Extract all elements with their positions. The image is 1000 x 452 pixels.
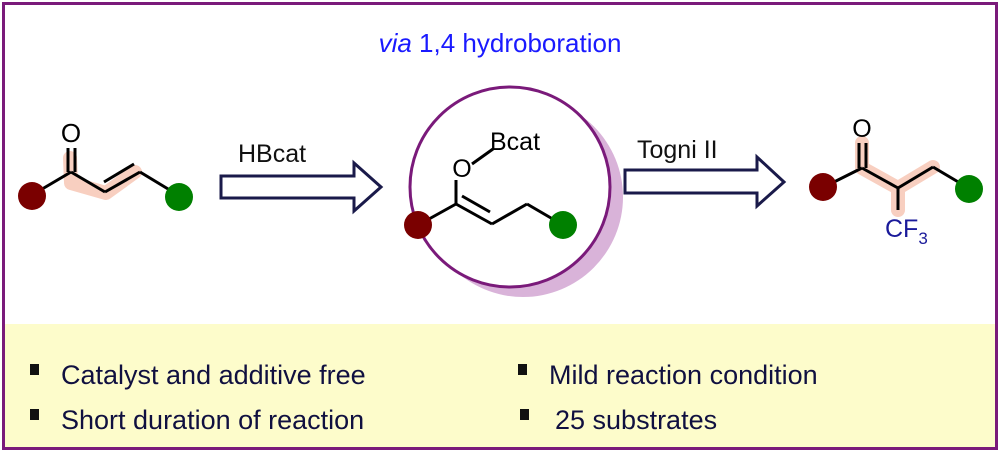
bond — [897, 165, 934, 190]
intermediate-circle — [408, 85, 612, 289]
bond — [491, 202, 528, 226]
title-text: 1,4 hydroboration — [411, 28, 622, 58]
reaction-arrow-1 — [219, 159, 384, 215]
r2-group — [549, 211, 577, 239]
cf3-subscript: 3 — [918, 229, 927, 248]
r1-group — [404, 211, 432, 239]
double-bond — [103, 162, 135, 184]
o-label: O — [452, 155, 471, 183]
feature-item: Mild reaction condition — [518, 360, 818, 391]
bullet-icon — [518, 364, 527, 375]
feature-item: 25 substrates — [520, 405, 717, 436]
bond — [104, 170, 141, 194]
double-bond — [461, 194, 491, 214]
r1-group — [809, 173, 837, 201]
feature-text: 25 substrates — [555, 405, 718, 435]
bond — [455, 202, 493, 226]
bond — [471, 147, 494, 166]
feature-text: Catalyst and additive free — [61, 360, 366, 390]
reagent-hbcat: HBcat — [238, 140, 306, 168]
bcat-label: Bcat — [490, 128, 540, 156]
figure-title: via 1,4 hydroboration — [0, 28, 1000, 59]
r2-group — [955, 175, 983, 203]
oxygen-label: O — [852, 115, 871, 143]
reaction-arrow-2 — [623, 153, 787, 210]
cf3-main: CF — [885, 215, 918, 243]
r1-group — [18, 182, 46, 210]
title-italic: via — [378, 28, 412, 58]
bullet-icon — [30, 409, 39, 420]
bond — [861, 166, 899, 190]
cf3-label: CF3 — [885, 215, 928, 248]
r2-group — [165, 183, 193, 211]
bullet-icon — [30, 364, 39, 375]
intermediate-molecule: Bcat O — [404, 85, 623, 297]
feature-text: Short duration of reaction — [61, 405, 365, 435]
feature-item: Catalyst and additive free — [30, 360, 366, 391]
bullet-icon — [520, 409, 529, 420]
feature-item: Short duration of reaction — [30, 405, 364, 436]
product-molecule: O CF3 — [809, 115, 983, 248]
reagent-togni: Togni II — [637, 136, 718, 164]
substrate-molecule: O — [18, 118, 193, 211]
feature-text: Mild reaction condition — [549, 360, 818, 390]
oxygen-label: O — [61, 118, 81, 148]
features-panel — [5, 324, 995, 447]
bond — [833, 166, 863, 184]
bond — [70, 170, 106, 194]
